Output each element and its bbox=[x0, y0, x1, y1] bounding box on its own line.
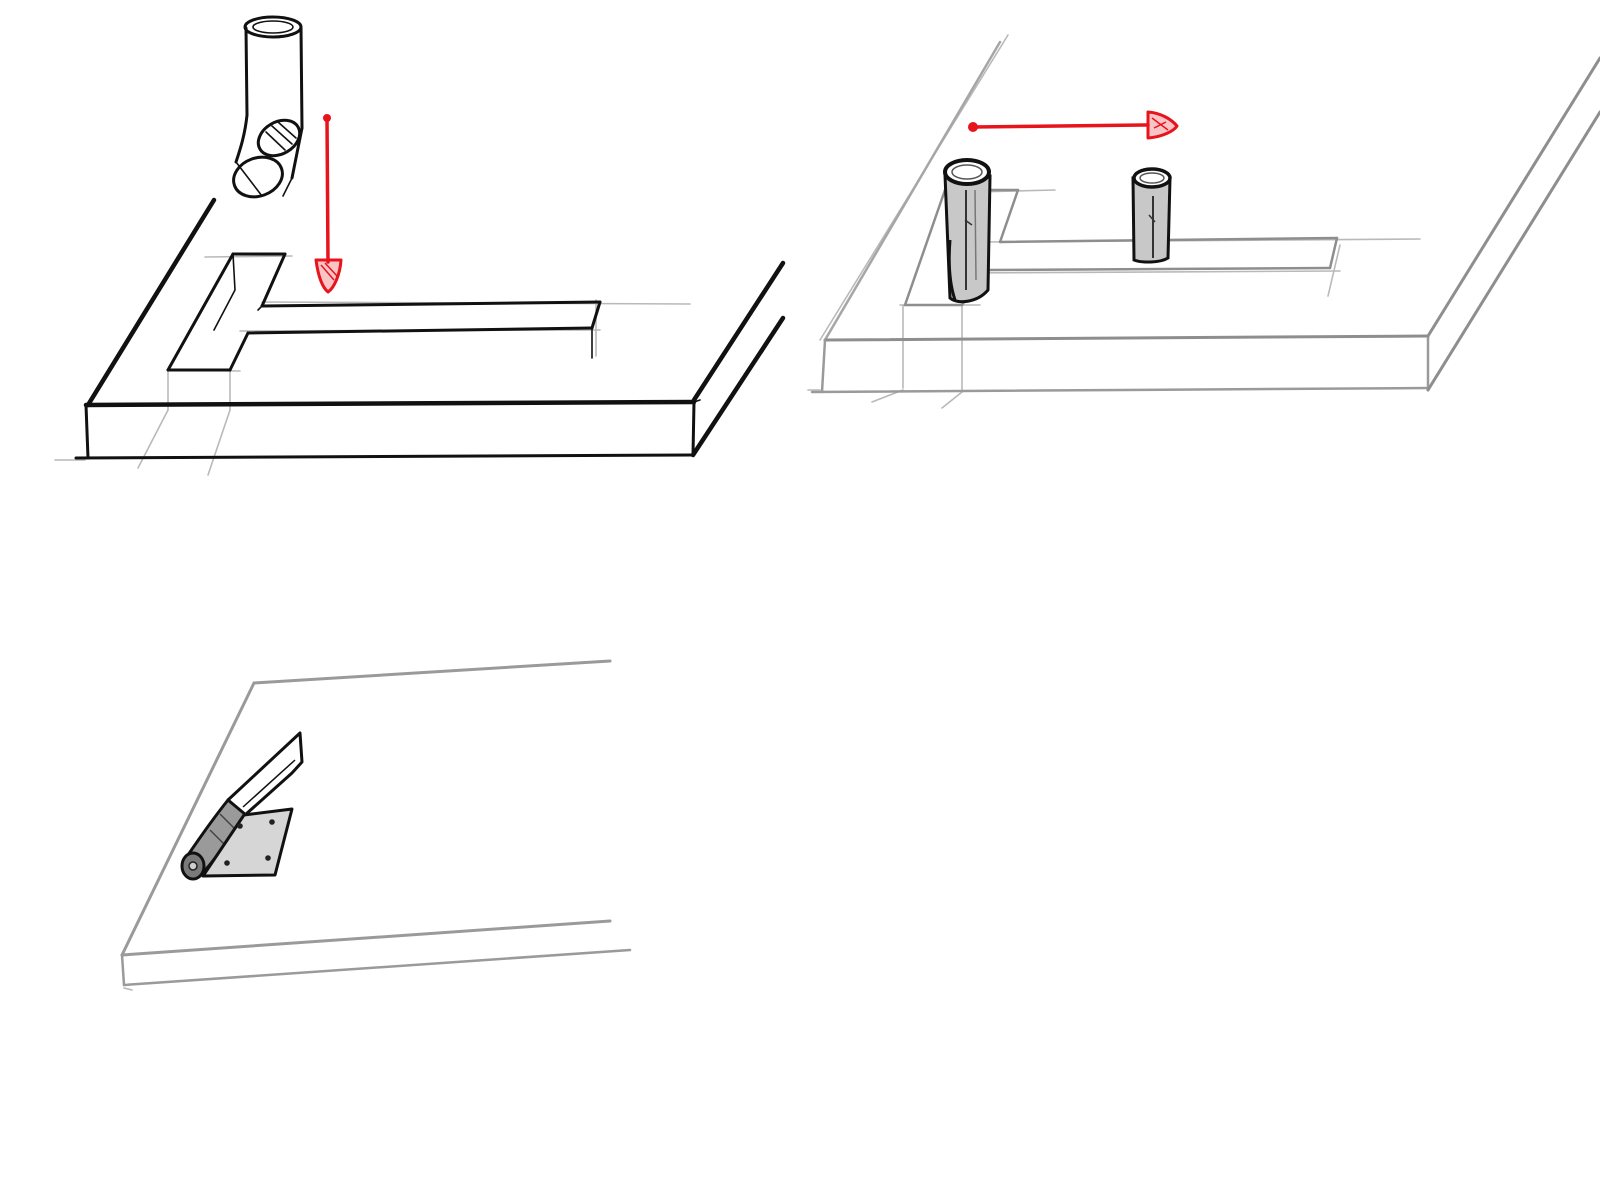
post-icon-end bbox=[1133, 169, 1170, 262]
panel-step-3 bbox=[122, 661, 630, 990]
panel-step-2 bbox=[808, 35, 1600, 408]
hinge-icon bbox=[182, 733, 302, 879]
panel-3-board bbox=[122, 661, 630, 990]
panel-step-1 bbox=[55, 17, 783, 475]
panel-2-board bbox=[812, 42, 1600, 392]
panel-1-guides bbox=[55, 256, 690, 475]
arrow-down-icon bbox=[316, 114, 341, 292]
panel-2-guides bbox=[808, 35, 1420, 408]
post-icon-start bbox=[945, 160, 990, 302]
panel-1-groove bbox=[168, 254, 600, 370]
elbow-pipe-icon bbox=[228, 17, 306, 203]
arrow-right-icon bbox=[968, 112, 1177, 138]
